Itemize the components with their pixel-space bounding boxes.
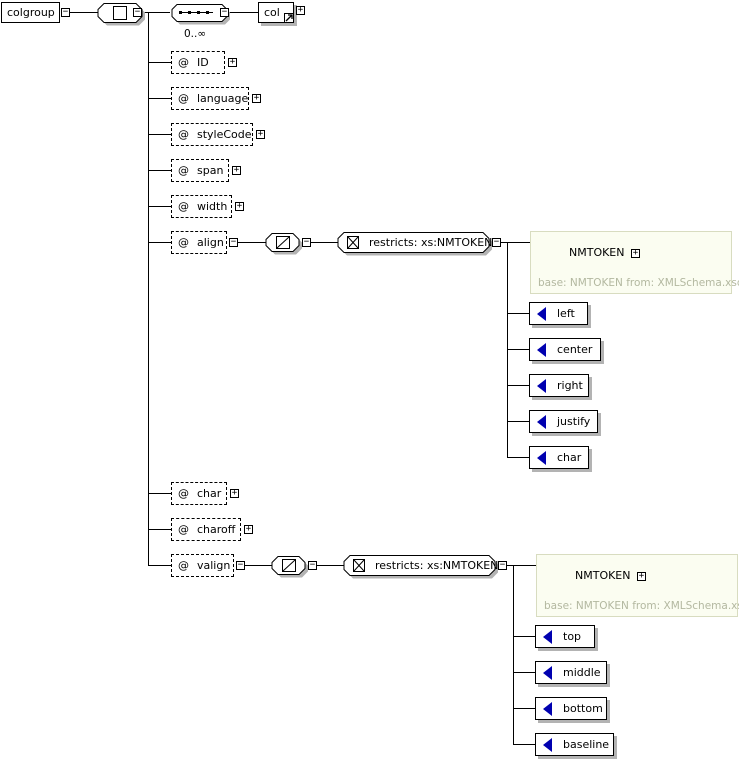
enumeration-icon: [537, 342, 546, 357]
attribute-valign[interactable]: @ valign: [171, 554, 234, 577]
collapse-toggle[interactable]: −: [236, 560, 245, 570]
enum-right[interactable]: right: [529, 374, 589, 397]
enumeration-icon: [537, 450, 546, 465]
attribute-label: width: [197, 200, 228, 213]
valign-base-note: base: NMTOKEN from: XMLSchema.xsd: [544, 600, 739, 612]
enumeration-icon: [543, 701, 552, 716]
expand-toggle[interactable]: +: [235, 201, 244, 211]
valign-restriction-label: restricts: xs:NMTOKEN: [375, 559, 499, 572]
enum-label: char: [557, 451, 582, 464]
enum-label: center: [557, 343, 593, 356]
align-restriction-label: restricts: xs:NMTOKEN: [369, 236, 493, 249]
restriction-node: [343, 555, 498, 579]
enum-label: middle: [563, 666, 601, 679]
expand-toggle[interactable]: +: [256, 129, 265, 139]
enum-center[interactable]: center: [529, 338, 601, 361]
collapse-toggle[interactable]: −: [229, 237, 238, 247]
attribute-label: align: [197, 236, 224, 249]
enum-label: top: [563, 630, 582, 643]
expand-toggle[interactable]: +: [244, 524, 253, 534]
root-element-colgroup[interactable]: colgroup: [1, 2, 60, 23]
expand-toggle[interactable]: +: [631, 248, 640, 258]
collapse-toggle[interactable]: −: [302, 237, 311, 247]
enumeration-icon: [543, 665, 552, 680]
attribute-icon: @: [178, 487, 189, 500]
enum-bottom[interactable]: bottom: [535, 697, 607, 720]
attribute-icon: @: [178, 56, 189, 69]
enumeration-icon: [543, 737, 552, 752]
enum-left[interactable]: left: [529, 302, 588, 325]
attribute-label: char: [197, 487, 222, 500]
enum-label: baseline: [563, 738, 610, 751]
attribute-label: styleCode: [197, 128, 252, 141]
enum-label: justify: [557, 415, 591, 428]
enumeration-icon: [537, 378, 546, 393]
enum-label: left: [557, 307, 575, 320]
collapse-toggle[interactable]: −: [133, 7, 142, 17]
simple-type-icon: [271, 556, 308, 578]
expand-toggle[interactable]: +: [637, 571, 646, 581]
attribute-label: ID: [197, 56, 209, 69]
attribute-char[interactable]: @ char: [171, 482, 227, 505]
enum-justify[interactable]: justify: [529, 410, 598, 433]
attribute-icon: @: [178, 236, 189, 249]
enum-top[interactable]: top: [535, 625, 595, 648]
collapse-toggle[interactable]: −: [492, 237, 501, 247]
attribute-span[interactable]: @ span: [171, 159, 229, 182]
collapse-toggle[interactable]: −: [498, 560, 507, 570]
enum-label: right: [557, 379, 583, 392]
attribute-label: charoff: [197, 523, 236, 536]
expand-toggle[interactable]: +: [232, 165, 241, 175]
collapse-toggle[interactable]: −: [308, 560, 317, 570]
valign-nmtoken-label[interactable]: NMTOKEN: [575, 569, 631, 582]
valign-base-type-panel: base: NMTOKEN from: XMLSchema.xsd: [536, 554, 739, 617]
align-nmtoken-label[interactable]: NMTOKEN: [569, 246, 625, 259]
attribute-label: span: [197, 164, 224, 177]
expand-toggle[interactable]: +: [230, 488, 239, 498]
enumeration-icon: [537, 414, 546, 429]
attribute-label: language: [197, 92, 249, 105]
root-element-label: colgroup: [7, 6, 55, 19]
align-base-type-panel: base: NMTOKEN from: XMLSchema.xsd: [530, 231, 739, 294]
attribute-align[interactable]: @ align: [171, 231, 227, 254]
attribute-width[interactable]: @ width: [171, 195, 232, 218]
enum-char[interactable]: char: [529, 446, 589, 469]
attribute-icon: @: [178, 128, 189, 141]
expand-toggle[interactable]: +: [296, 5, 305, 15]
sequence-cardinality: 0..∞: [184, 28, 207, 40]
align-base-note: base: NMTOKEN from: XMLSchema.xsd: [538, 277, 739, 289]
attribute-icon: @: [178, 559, 189, 572]
enum-middle[interactable]: middle: [535, 661, 607, 684]
attribute-icon: @: [178, 92, 189, 105]
simple-type-icon: [265, 233, 302, 255]
attribute-charoff[interactable]: @ charoff: [171, 518, 241, 541]
restriction-node: [337, 232, 492, 256]
attribute-icon: @: [178, 200, 189, 213]
attribute-icon: @: [178, 164, 189, 177]
enumeration-icon: [537, 306, 546, 321]
enumeration-icon: [543, 629, 552, 644]
attribute-id[interactable]: @ ID: [171, 51, 225, 74]
sequence-compositor: [171, 4, 230, 25]
element-col-label: col: [264, 6, 280, 19]
expand-toggle[interactable]: +: [252, 93, 261, 103]
reference-arrow-icon: [284, 13, 294, 23]
attribute-language[interactable]: @ language: [171, 87, 249, 110]
enum-label: bottom: [563, 702, 603, 715]
attribute-stylecode[interactable]: @ styleCode: [171, 123, 253, 146]
collapse-toggle[interactable]: −: [220, 7, 229, 17]
enum-baseline[interactable]: baseline: [535, 733, 614, 756]
attribute-label: valign: [197, 559, 231, 572]
attribute-icon: @: [178, 523, 189, 536]
expand-toggle[interactable]: +: [228, 57, 237, 67]
element-col[interactable]: col: [258, 2, 294, 23]
collapse-toggle[interactable]: −: [61, 7, 70, 17]
